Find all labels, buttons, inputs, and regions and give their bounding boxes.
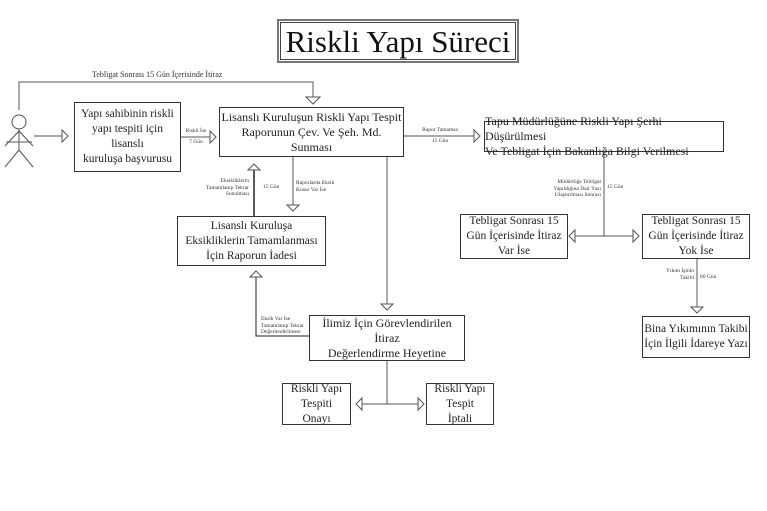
- objection-no-arrowhead: [632, 228, 640, 244]
- objection-feedback-arrowhead: [304, 96, 322, 105]
- days-7-label: 7 Gün: [189, 139, 203, 145]
- actor-figure-icon: [4, 114, 34, 168]
- approval-arrowhead: [355, 396, 363, 412]
- objection-top-label: Tebligat Sonrası 15 Gün İçerisinde İtira…: [92, 70, 223, 79]
- demolition-text: Bina Yıkımının Takibi İçin İlgili İdarey…: [644, 323, 748, 350]
- report-complete-label: Rapor Tamamsa: [422, 127, 458, 133]
- land-registry-text: Tapu Müdürlüğüne Riskli Yapı Şerhi Düşür…: [485, 114, 689, 158]
- objection-yes-arrowhead: [568, 228, 576, 244]
- report-return-text: Lisanslı Kuruluşa Eksikliklerin Tamamlan…: [185, 219, 318, 262]
- objection-yes-box: Tebligat Sonrası 15 Gün İçerisinde İtira…: [460, 214, 568, 259]
- report-submission-text: Lisanslı Kuruluşun Riskli Yapı Tespit Ra…: [221, 109, 402, 154]
- days-15-b-label: 15 Gün: [263, 184, 280, 190]
- return-to-report-arrowhead: [246, 163, 262, 171]
- report-submission-box: Lisanslı Kuruluşun Riskli Yapı Tespit Ra…: [219, 107, 404, 157]
- committee-to-return-line: [255, 277, 309, 337]
- objection-yes-text: Tebligat Sonrası 15 Gün İçerisinde İtira…: [466, 215, 562, 257]
- cancellation-text: Riskli Yapı Tespit İptali: [434, 382, 486, 425]
- cancellation-box: Riskli Yapı Tespit İptali: [426, 383, 494, 425]
- application-box: Yapı sahibinin riskli yapı tespiti için …: [74, 102, 181, 172]
- report-to-registry-arrowhead: [473, 128, 481, 144]
- application-text: Yapı sahibinin riskli yapı tespiti için …: [81, 108, 174, 165]
- land-registry-box: Tapu Müdürlüğüne Riskli Yapı Şerhi Düşür…: [484, 114, 724, 158]
- committee-to-return-arrowhead: [248, 270, 264, 278]
- days-15-c-label: 15 Gün: [607, 184, 624, 190]
- risky-if-label: Riskli İse: [185, 128, 207, 134]
- objection-no-box: Tebligat Sonrası 15 Gün İçerisinde İtira…: [642, 214, 750, 259]
- report-to-committee-arrowhead: [379, 303, 395, 311]
- demolition-box: Bina Yıkımının Takibi İçin İlgili İdarey…: [642, 316, 750, 358]
- objection-no-text: Tebligat Sonrası 15 Gün İçerisinde İtira…: [648, 215, 744, 257]
- demolition-followup-label: Yıkım İşinin Takibi: [666, 268, 694, 281]
- cancellation-arrowhead: [417, 396, 425, 412]
- reevaluate-label: Eksik Var İse Tamamlanıp Tekrar Değerlen…: [261, 316, 304, 335]
- report-to-return-arrowhead: [285, 204, 301, 212]
- committee-text: İlimiz İçin Görevlendirilen İtiraz Değer…: [322, 315, 452, 360]
- application-to-report-arrowhead: [209, 129, 217, 145]
- objection-feedback-line: [18, 81, 314, 110]
- days-60-label: 60 Gün: [700, 274, 717, 280]
- approval-box: Riskli Yapı Tespiti Onayı: [282, 383, 351, 425]
- committee-box: İlimiz İçin Görevlendirilen İtiraz Değer…: [309, 315, 465, 361]
- resubmit-label: Eksikliklerin Tamamlanıp Tekrar Sunulmas…: [206, 178, 249, 197]
- missing-in-report-label: Raporlarda Eksik Kusur Var İse: [296, 180, 335, 193]
- report-return-box: Lisanslı Kuruluşa Eksikliklerin Tamamlan…: [177, 216, 326, 266]
- days-15-a-label: 15 Gün: [431, 138, 449, 144]
- diagram-title: Riskli Yapı Süreci: [277, 19, 519, 63]
- notification-sent-label: Müdürlüğe Tebligat Yapıldığına Dair Yazı…: [553, 179, 601, 198]
- actor-to-application-arrowhead: [61, 128, 69, 144]
- approval-text: Riskli Yapı Tespiti Onayı: [290, 382, 343, 425]
- no-objection-to-demolition-arrowhead: [689, 306, 705, 314]
